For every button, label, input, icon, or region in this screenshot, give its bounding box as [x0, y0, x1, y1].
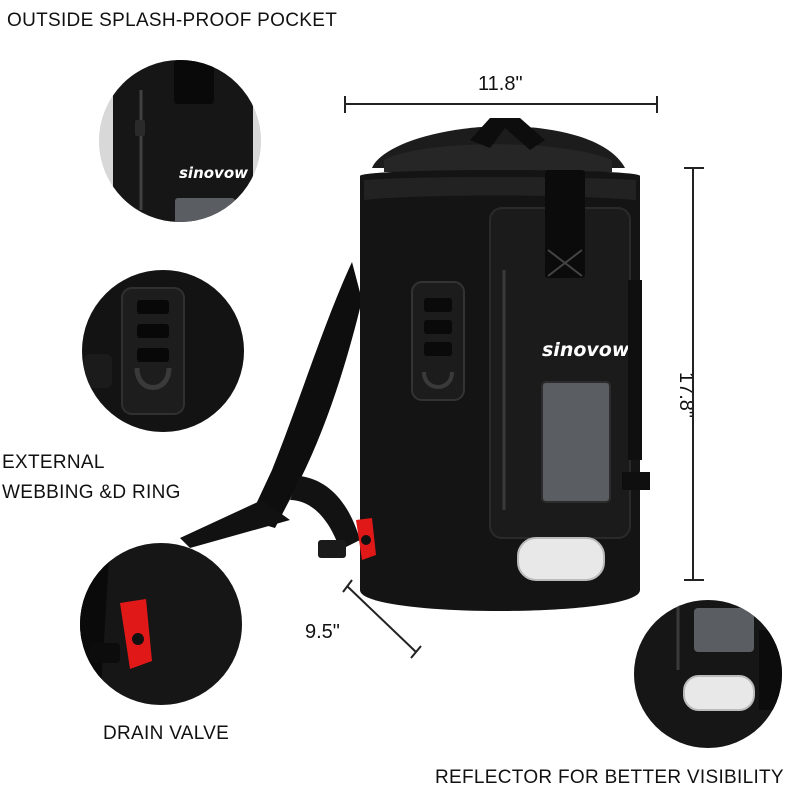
top-handle-strap [545, 170, 585, 278]
detail-circle-webbing [82, 270, 244, 432]
label-splash-proof-pocket: OUTSIDE SPLASH-PROOF POCKET [7, 10, 338, 31]
brand-logo: sinovow [542, 339, 630, 361]
detail-circle-reflector [634, 600, 782, 748]
label-drain-valve: DRAIN VALVE [103, 723, 230, 744]
height-dimension-line [684, 167, 704, 581]
pocket-window [541, 381, 611, 503]
detail-circle-drain-valve [80, 543, 242, 705]
brand-logo-detail: sinovow [179, 164, 248, 182]
label-webbing-line1: EXTERNAL [2, 452, 105, 473]
label-webbing-line2: WEBBING &D RING [2, 482, 181, 503]
detail-circle-pocket: sinovow [99, 60, 261, 222]
reflector-strip [517, 537, 605, 581]
depth-dimension-line [342, 579, 422, 659]
dimension-depth: 9.5" [305, 621, 340, 643]
label-reflector: REFLECTOR FOR BETTER VISIBILITY [435, 767, 784, 788]
dimension-width: 11.8" [478, 73, 523, 95]
shoulder-straps [180, 262, 362, 558]
width-dimension-line [344, 96, 658, 113]
webbing-panel [411, 281, 465, 401]
roll-top [372, 118, 625, 172]
